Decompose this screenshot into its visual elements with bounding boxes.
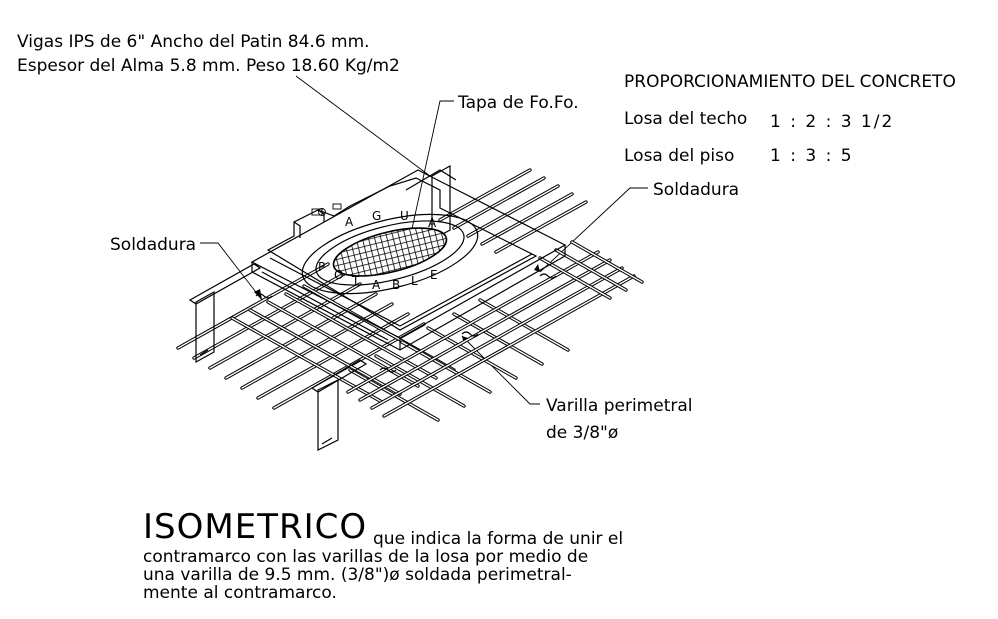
rebar-highlight — [439, 169, 531, 221]
losa-piso-ratio: 1 : 3 : 5 — [770, 146, 854, 166]
rebar-highlight — [555, 249, 627, 291]
rebar-highlight — [539, 257, 611, 299]
rebar-highlight — [225, 293, 377, 379]
varilla-label-line2: de 3/8"ø — [546, 423, 618, 443]
rebar-highlight — [193, 273, 345, 359]
rebar-highlight — [383, 275, 635, 417]
lid-letter: B — [392, 278, 400, 292]
i-beam-front — [310, 359, 368, 451]
rebar-highlight — [481, 193, 573, 245]
contramarco-frame — [250, 169, 567, 351]
rebar-highlight — [467, 185, 559, 237]
lid-letter: P — [318, 260, 325, 274]
vigas-label-line1: Vigas IPS de 6" Ancho del Patin 84.6 mm. — [17, 32, 370, 52]
caption-line2: contramarco con las varillas de la losa … — [143, 547, 588, 567]
vigas-label-line2: Espesor del Alma 5.8 mm. Peso 18.60 Kg/m… — [17, 56, 400, 76]
tapa-label: Tapa de Fo.Fo. — [457, 93, 579, 113]
soldadura-right-label: Soldadura — [653, 180, 739, 200]
lid-letters: A G U A P O T A B L E — [318, 209, 438, 292]
losa-piso-name: Losa del piso — [624, 146, 734, 166]
weld-marks — [255, 273, 557, 373]
tapa-lid — [301, 213, 479, 295]
rebar-highlight — [571, 241, 643, 283]
lid-letter: A — [372, 278, 381, 292]
caption-line3: una varilla de 9.5 mm. (3/8")ø soldada p… — [143, 565, 572, 585]
rebar-highlight — [249, 309, 401, 395]
losa-techo-ratio: 1 : 2 : 3 1/2 — [770, 112, 894, 132]
rebar-highlight — [285, 293, 437, 379]
losa-techo-name: Losa del techo — [624, 109, 747, 129]
caption-title: ISOMETRICO — [143, 507, 367, 547]
rebar-highlight — [209, 283, 361, 369]
i-beam-left — [188, 263, 262, 364]
lid-letter: L — [411, 274, 418, 288]
soldadura-left-label: Soldadura — [110, 235, 196, 255]
i-beam-back — [405, 164, 457, 242]
lid-letter: A — [428, 216, 437, 230]
caption-line1: que indica la forma de unir el — [373, 529, 623, 549]
lid-letter: A — [345, 215, 354, 229]
lid-letter: E — [430, 268, 438, 282]
rebar-highlight — [453, 177, 545, 229]
rebar-highlight — [359, 259, 611, 401]
lid-letter: T — [351, 274, 360, 288]
rebar-highlight — [371, 267, 623, 409]
rebar-highlight — [267, 301, 419, 387]
lid-letter: U — [400, 209, 409, 223]
proporcionamiento-title: PROPORCIONAMIENTO DEL CONCRETO — [624, 72, 956, 92]
rebar-highlight — [347, 251, 599, 393]
varilla-label-line1: Varilla perimetral — [546, 396, 692, 416]
rebar-grid — [176, 168, 644, 422]
caption-line4: mente al contramarco. — [143, 583, 337, 603]
lid-letter: G — [372, 209, 381, 223]
lid-letter: O — [334, 268, 343, 282]
